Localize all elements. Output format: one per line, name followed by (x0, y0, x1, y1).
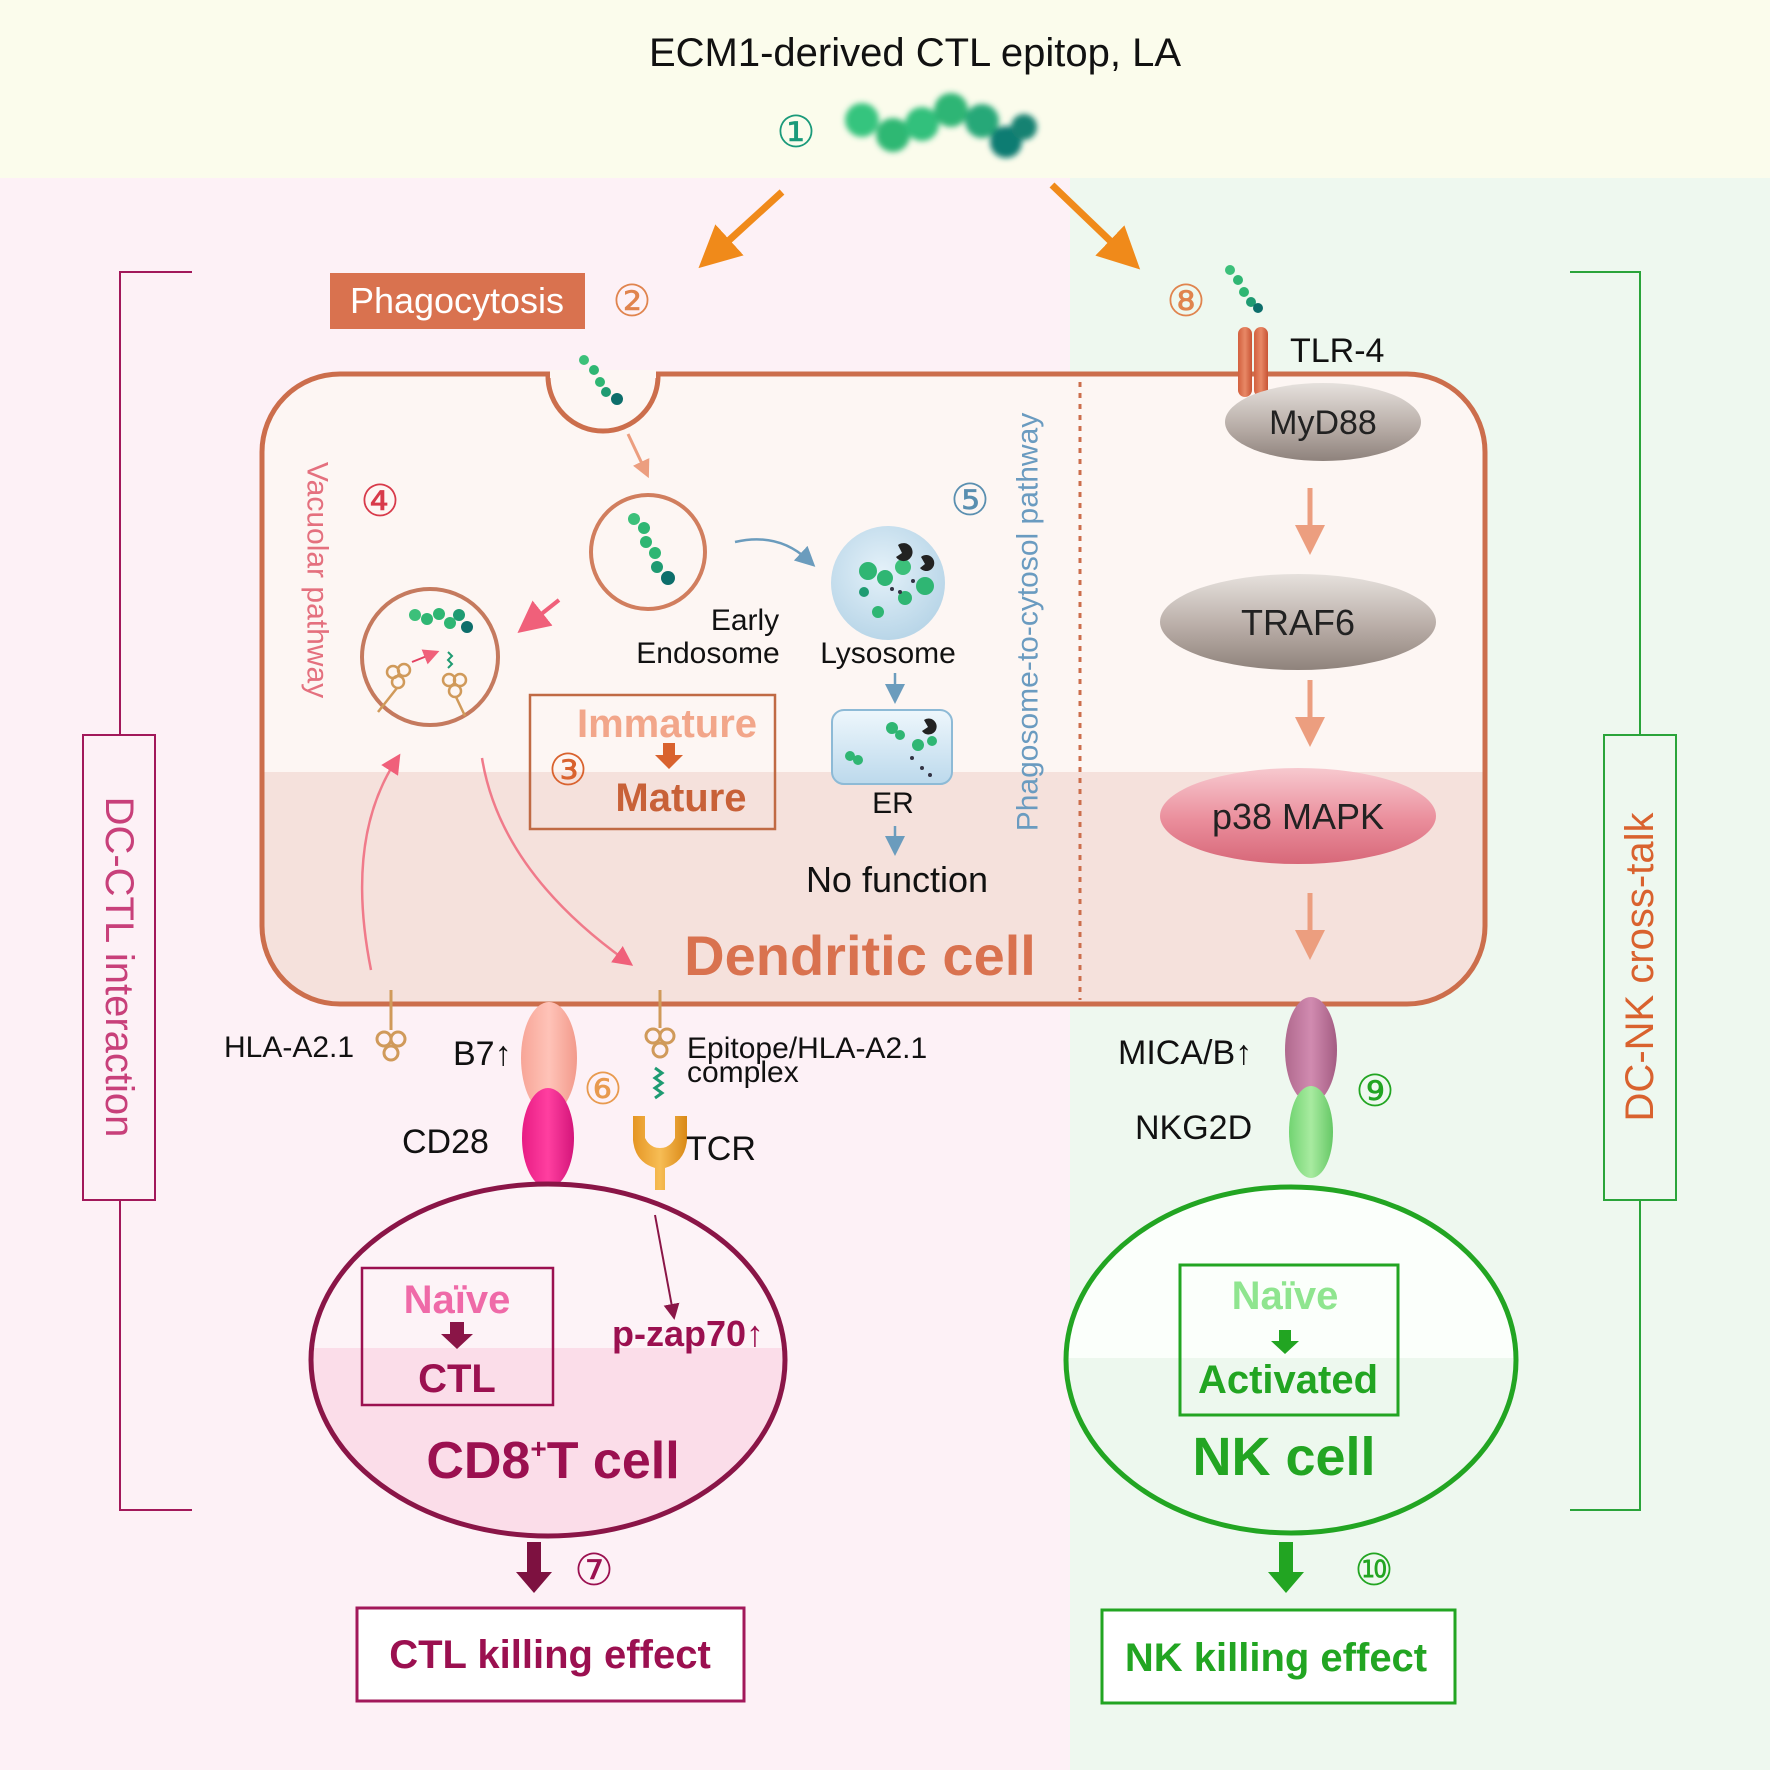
ctl-effect-box (355, 1606, 746, 1703)
bracket-right-label: DC-NK cross-talk (1618, 812, 1662, 1122)
tlr4-receptor (1238, 327, 1268, 397)
cup-peptide (579, 355, 623, 405)
tlr4-label: TLR-4 (1290, 332, 1384, 370)
dendritic-cell-label: Dendritic cell (684, 924, 1036, 987)
traf6-label: TRAF6 (1241, 602, 1355, 643)
traf6-node (1160, 574, 1436, 670)
endosome-to-lysosome-arrow (734, 538, 816, 567)
p38-label: p38 MAPK (1212, 796, 1384, 837)
dc-maturation-box (528, 693, 777, 831)
epitope-label-1: Epitope/HLA-A2.1 (687, 1032, 927, 1065)
phagosome-pathway-label: Phagosome-to-cytosol pathway (1012, 413, 1045, 832)
step-10: ⑩ (1354, 1546, 1393, 1595)
nkg2d-molecule (1289, 1086, 1333, 1178)
er-label: ER (872, 787, 914, 820)
ctl-effect-label: CTL killing effect (389, 1633, 711, 1677)
early-endosome (589, 493, 707, 611)
left-bracket-box (82, 734, 156, 1201)
step-4: ④ (360, 477, 399, 526)
vesicle-inner-arrow (411, 649, 440, 665)
vesicle-peptide (409, 608, 473, 633)
phagocytosis-label: Phagocytosis (350, 280, 564, 321)
mica-label: MICA/B↑ (1118, 1034, 1252, 1072)
nk-naive-label: Naïve (1232, 1274, 1339, 1318)
cd28-label: CD28 (402, 1123, 489, 1161)
tcr-to-pzap-arrow (654, 1214, 680, 1320)
endosome-to-vesicle-arrow (517, 598, 561, 633)
right-bracket-box (1603, 734, 1677, 1201)
step-2: ② (612, 277, 651, 326)
tcell-ctl-label: CTL (418, 1357, 496, 1401)
b7-molecule (521, 1002, 577, 1114)
tlr4-ligand (1225, 265, 1263, 313)
step-1: ① (776, 108, 815, 157)
hla-to-vesicle-arrow (360, 753, 401, 971)
early-label: Early (711, 604, 779, 637)
endosome-label: Endosome (636, 637, 779, 670)
lysosome-contents (859, 543, 935, 618)
vesicle-inner-zigzag (446, 651, 454, 669)
vacuolar-pathway-label: Vacuolar pathway (301, 462, 334, 698)
no-function-label: No function (806, 859, 988, 900)
dendritic-cell (259, 371, 1488, 1007)
nk-activated-label: Activated (1198, 1358, 1378, 1402)
hla-a21-molecule (375, 990, 407, 1062)
top-background (0, 0, 1770, 178)
epitope-hla-complex (644, 990, 676, 1059)
immature-label: Immature (577, 702, 757, 746)
myd88-label: MyD88 (1269, 404, 1377, 442)
er (831, 709, 953, 785)
nk-maturation-box (1178, 1263, 1400, 1417)
cup-to-endosome-arrow (626, 433, 650, 479)
step-8: ⑧ (1166, 277, 1205, 326)
nk-cell-label: NK cell (1192, 1427, 1375, 1487)
step-9: ⑨ (1355, 1067, 1394, 1116)
arrow-to-tlr4 (1049, 182, 1141, 270)
hla-label: HLA-A2.1 (224, 1031, 354, 1064)
nk-maturation-arrow (1271, 1330, 1299, 1354)
maturation-arrow (655, 743, 683, 769)
bracket-left-label: DC-CTL interaction (97, 797, 141, 1138)
vesicle-hla-2 (441, 672, 468, 717)
p38-node (1160, 768, 1436, 864)
nk-effect-box (1100, 1608, 1457, 1705)
arrow-to-dc (698, 189, 785, 269)
er-contents (845, 718, 937, 777)
tcell-label: CD8+T cell (426, 1432, 679, 1490)
mature-label: Mature (615, 776, 746, 820)
phagocytosis-badge (330, 273, 585, 329)
endosome-peptide (628, 513, 675, 585)
mica-molecule (1285, 997, 1337, 1103)
epitope-peptide (845, 93, 1037, 158)
tcell-maturation-arrow (441, 1322, 473, 1349)
lysosome-label: Lysosome (820, 637, 956, 670)
vesicle-hla-1 (377, 662, 412, 713)
nk-effect-label: NK killing effect (1125, 1636, 1427, 1680)
step-3: ③ (548, 746, 587, 795)
ctl-down-arrow (516, 1542, 552, 1593)
pzap-label: p-zap70↑ (612, 1313, 764, 1354)
epitope-label-2: complex (687, 1056, 799, 1089)
tcr-label: TCR (686, 1130, 756, 1168)
cd28-molecule (522, 1088, 574, 1188)
nkg2d-label: NKG2D (1135, 1109, 1252, 1147)
phagocytic-cup (545, 375, 661, 434)
step-5: ⑤ (950, 476, 989, 525)
tcr-molecule (633, 1116, 687, 1190)
tcell-naive-label: Naïve (404, 1278, 511, 1322)
tcell-maturation-box (360, 1266, 555, 1407)
complex-peptide (652, 1066, 665, 1100)
title: ECM1-derived CTL epitop, LA (649, 31, 1181, 75)
b7-label: B7↑ (453, 1035, 512, 1073)
step-6: ⑥ (583, 1065, 622, 1114)
vesicle-to-surface-arrow (480, 757, 634, 966)
myd88-node (1225, 383, 1421, 461)
step-7: ⑦ (574, 1546, 613, 1595)
nk-down-arrow (1268, 1542, 1304, 1593)
